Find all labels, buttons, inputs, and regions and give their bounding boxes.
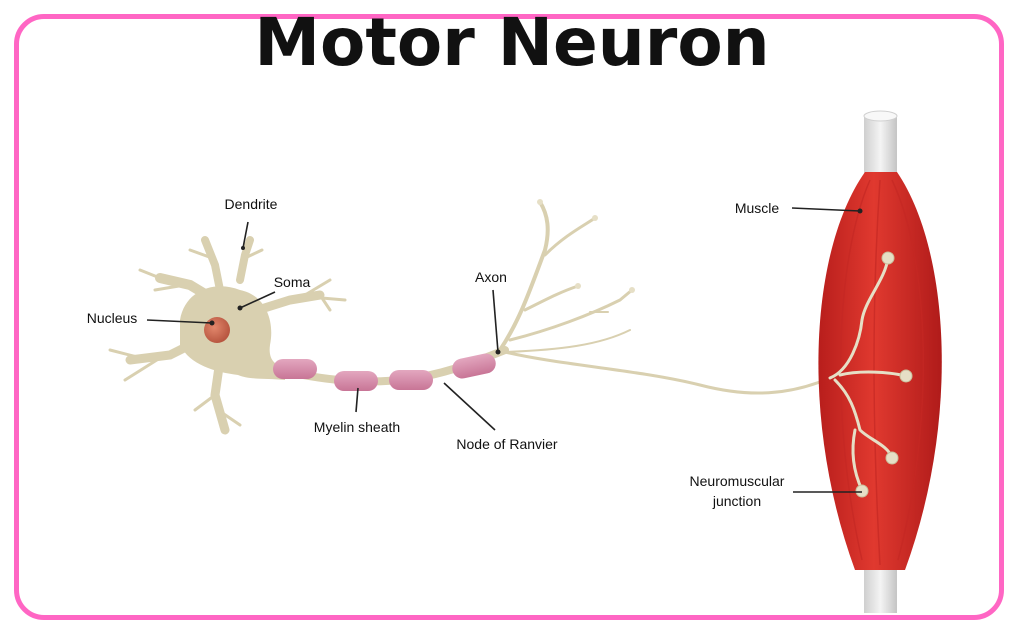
nucleus: [204, 317, 230, 343]
label-soma: Soma: [274, 274, 311, 290]
label-neuromuscular: Neuromuscular: [690, 473, 785, 489]
label-dendrite: Dendrite: [225, 196, 278, 212]
label-myelin-sheath: Myelin sheath: [314, 419, 400, 435]
dendrites: [108, 236, 347, 435]
neuromuscular-junctions: [855, 251, 913, 498]
label-node-of-ranvier: Node of Ranvier: [456, 436, 558, 452]
label-axon: Axon: [475, 269, 507, 285]
diagram-title: Motor Neuron: [254, 4, 770, 81]
axon-terminals: [498, 200, 634, 353]
leader-lines: [146, 207, 862, 493]
label-muscle: Muscle: [735, 200, 780, 216]
myelin-sheaths: [273, 353, 496, 391]
label-junction: junction: [712, 493, 761, 509]
terminal-knobs: [537, 199, 635, 293]
soma-body: [180, 286, 285, 380]
motor-nerve-fiber: [504, 350, 831, 395]
label-nucleus: Nucleus: [87, 310, 138, 326]
